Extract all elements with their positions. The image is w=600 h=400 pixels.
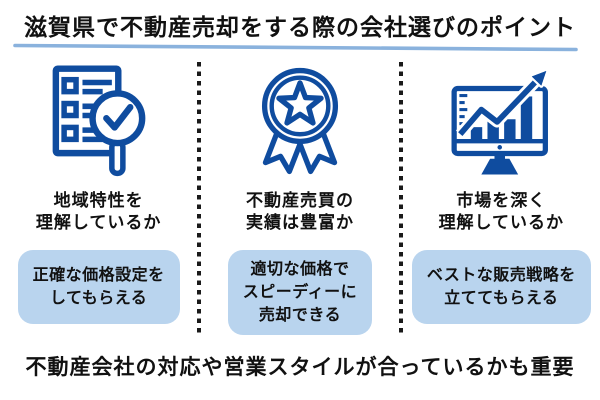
page-title: 滋賀県で不動産売却をする際の会社選びのポイント [24, 14, 576, 40]
benefit-box: ベストな販売戦略を 立ててもらえる [411, 250, 591, 324]
column-regional-knowledge: 地域特性を 理解しているか 正確な価格設定を してもらえる [0, 60, 197, 340]
column-track-record: 不動産売買の 実績は豊富か 適切な価格で スピーディーに 売却できる [201, 60, 398, 340]
growth-chart-monitor-icon [451, 68, 549, 175]
icon-area [254, 60, 346, 182]
points-row: 地域特性を 理解しているか 正確な価格設定を してもらえる [0, 60, 600, 340]
header: 滋賀県で不動産売却をする際の会社選びのポイント [0, 0, 600, 54]
dashed-divider [398, 62, 403, 336]
checklist-magnifier-icon [52, 65, 146, 177]
icon-area [51, 60, 147, 182]
title-underline [13, 43, 578, 52]
footer-note: 不動産会社の対応や営業スタイルが合っているかも重要 [25, 356, 575, 379]
column-market-insight: 市場を深く 理解しているか ベストな販売戦略を 立ててもらえる [403, 60, 600, 340]
footer: 不動産会社の対応や営業スタイルが合っているかも重要 [0, 351, 600, 381]
icon-area [448, 60, 555, 182]
benefit-box: 適切な価格で スピーディーに 売却できる [227, 250, 373, 335]
dashed-divider [197, 62, 202, 336]
benefit-box: 正確な価格設定を してもらえる [17, 250, 180, 324]
award-ribbon-icon [261, 67, 339, 175]
column-heading: 市場を深く 理解しているか [438, 191, 565, 232]
column-heading: 不動産売買の 実績は豊富か [245, 191, 354, 232]
column-heading: 地域特性を 理解しているか [35, 191, 162, 232]
